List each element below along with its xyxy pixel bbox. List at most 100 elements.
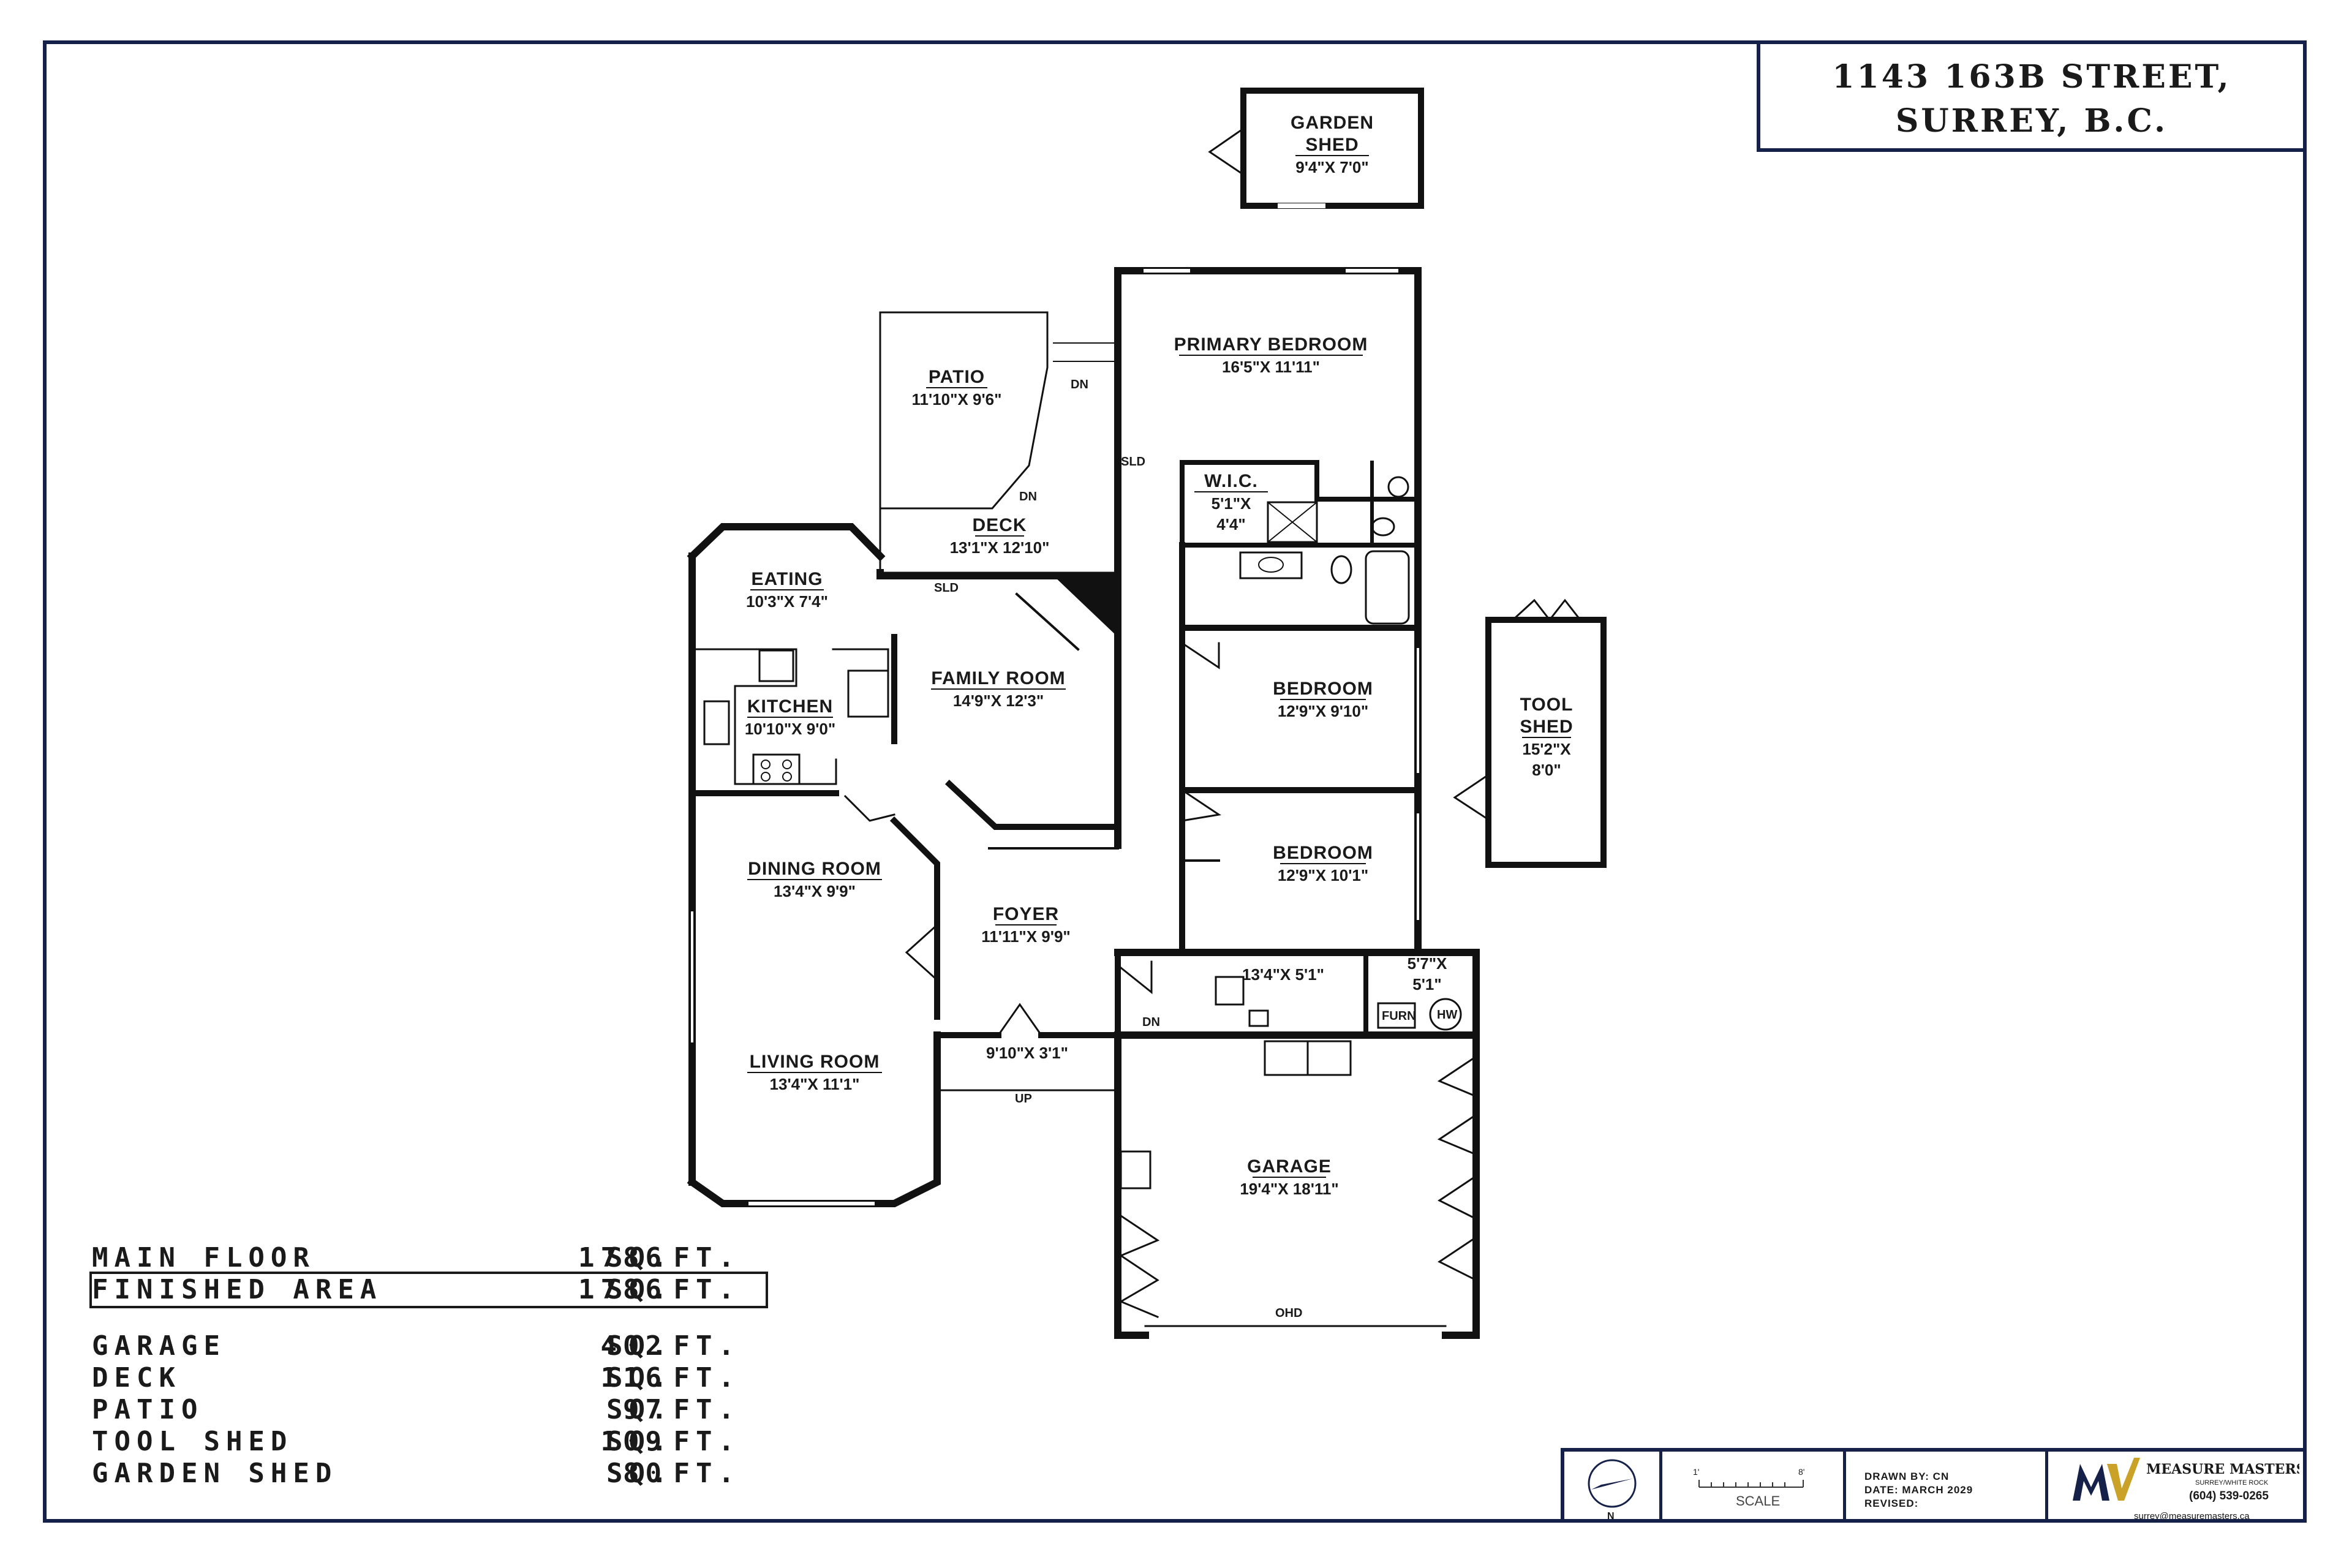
address-box: 1143 163B STREET, SURREY, B.C. bbox=[1757, 40, 2307, 152]
room-dimensions: 12'9"X 10'1" bbox=[1278, 866, 1368, 884]
vanity bbox=[1239, 551, 1303, 579]
garden-shed-door bbox=[1208, 127, 1245, 176]
dn-label-garage: DN bbox=[1142, 1016, 1160, 1029]
logo-m-mark bbox=[2073, 1464, 2109, 1501]
room-laundry: 13'4"X 5'1" bbox=[1242, 965, 1324, 984]
scale-start: 1' bbox=[1693, 1467, 1699, 1477]
area-value: 116 bbox=[600, 1362, 668, 1393]
room-name: FAMILY ROOM bbox=[931, 668, 1065, 688]
room-bedroom-2: BEDROOM 12'9"X 10'1" bbox=[1273, 843, 1373, 884]
area-summary: MAIN FLOOR 1786 SQ.FT. FINISHED AREA 178… bbox=[89, 1242, 768, 1490]
company-logo: MEASURE MASTERS SURREY/WHITE ROCK (604) … bbox=[2073, 1458, 2299, 1521]
scale-label: SCALE bbox=[1736, 1493, 1780, 1509]
area-name: GARAGE bbox=[92, 1330, 226, 1362]
company-cell: MEASURE MASTERS SURREY/WHITE ROCK (604) … bbox=[2048, 1452, 2307, 1523]
company-name: MEASURE MASTERS bbox=[2146, 1461, 2299, 1477]
area-unit: SQ.FT. bbox=[606, 1426, 741, 1457]
annotations: DN DN SLD SLD DN UP OHD FURN HW bbox=[934, 378, 1457, 1320]
address-line-1: 1143 163B STREET, bbox=[1832, 58, 2231, 96]
room-dimensions: 15'2"X bbox=[1522, 740, 1571, 758]
room-dimensions: 13'4"X 11'1" bbox=[770, 1075, 860, 1093]
kitchen-sink bbox=[703, 700, 730, 745]
area-value: 80 bbox=[623, 1458, 668, 1489]
tool-shed-walls bbox=[1485, 617, 1607, 868]
room-dimensions: 10'3"X 7'4" bbox=[746, 592, 828, 611]
room-dimensions: 5'1" bbox=[1412, 975, 1441, 993]
logo-v-mark bbox=[2107, 1458, 2140, 1501]
room-dimensions: 11'11"X 9'9" bbox=[981, 927, 1070, 946]
room-dimensions: 5'1"X bbox=[1212, 494, 1251, 513]
room-name: FOYER bbox=[993, 904, 1059, 924]
room-dimensions: 5'7"X bbox=[1408, 954, 1447, 973]
title-block: N 1' 8' SCALE DRAWN BY: CN DATE: MARCH 2… bbox=[1561, 1448, 2307, 1523]
garage-east-wall bbox=[1442, 1031, 1480, 1339]
scale-end: 8' bbox=[1798, 1467, 1804, 1477]
drawing-info-cell: DRAWN BY: CN DATE: MARCH 2029 REVISED: bbox=[1846, 1452, 2048, 1523]
room-dimensions: 11'10"X 9'6" bbox=[912, 390, 1002, 409]
living-bay bbox=[687, 1031, 941, 1207]
area-unit: SQ.FT. bbox=[606, 1394, 741, 1425]
room-name: DECK bbox=[972, 515, 1027, 535]
ohd-label: OHD bbox=[1275, 1306, 1302, 1320]
fireplace bbox=[1054, 576, 1118, 637]
north-arrow-cell: N bbox=[1564, 1452, 1662, 1523]
area-value: 1786 bbox=[578, 1242, 668, 1273]
range bbox=[752, 753, 801, 785]
area-unit: SQ.FT. bbox=[606, 1274, 741, 1305]
up-label: UP bbox=[1015, 1092, 1032, 1106]
area-name: FINISHED AREA bbox=[92, 1274, 383, 1305]
area-row-main-floor: MAIN FLOOR 1786 SQ.FT. bbox=[92, 1242, 766, 1274]
area-value: 109 bbox=[600, 1426, 668, 1457]
hw-label: HW bbox=[1437, 1008, 1457, 1022]
furnace bbox=[1377, 1002, 1416, 1029]
scale-bar-icon: 1' 8' SCALE bbox=[1693, 1467, 1804, 1509]
company-email: surrey@measuremasters.ca bbox=[2134, 1511, 2250, 1521]
room-name: GARDEN bbox=[1291, 113, 1374, 133]
area-row-deck: DECK 116 SQ.FT. bbox=[92, 1362, 766, 1394]
hot-water-tank bbox=[1429, 998, 1462, 1031]
drawn-by: DRAWN BY: CN bbox=[1864, 1471, 1950, 1482]
company-phone: (604) 539-0265 bbox=[2189, 1490, 2269, 1502]
room-dimensions: 9'10"X 3'1" bbox=[986, 1044, 1068, 1062]
north-arrow-icon: N bbox=[1588, 1459, 1637, 1521]
room-name: PATIO bbox=[929, 367, 985, 387]
drawing-date: DATE: MARCH 2029 bbox=[1864, 1484, 1973, 1496]
area-name: MAIN FLOOR bbox=[92, 1242, 315, 1273]
room-name: GARAGE bbox=[1247, 1156, 1332, 1177]
area-name: TOOL SHED bbox=[92, 1426, 293, 1457]
area-row-tool-shed: TOOL SHED 109 SQ.FT. bbox=[92, 1426, 766, 1458]
address-line-2: SURREY, B.C. bbox=[1895, 102, 2168, 140]
room-dimensions: 13'1"X 12'10" bbox=[950, 538, 1050, 557]
room-name: KITCHEN bbox=[747, 696, 833, 717]
room-name: SHED bbox=[1305, 135, 1359, 155]
room-foyer: FOYER 11'11"X 9'9" bbox=[981, 904, 1070, 946]
bathtub bbox=[1365, 550, 1410, 625]
area-row-finished-area: FINISHED AREA 1786 SQ.FT. bbox=[89, 1272, 768, 1308]
sld-label-deck: SLD bbox=[934, 581, 959, 595]
room-dimensions: 10'10"X 9'0" bbox=[745, 720, 835, 738]
area-name: DECK bbox=[92, 1362, 181, 1393]
eating-bay bbox=[687, 523, 886, 562]
room-dimensions: 14'9"X 12'3" bbox=[953, 692, 1044, 710]
revised: REVISED: bbox=[1864, 1498, 1919, 1509]
room-utility: 5'7"X 5'1" bbox=[1408, 954, 1447, 993]
area-value: 402 bbox=[600, 1330, 668, 1362]
room-name: PRIMARY BEDROOM bbox=[1174, 334, 1368, 355]
room-deck: DECK 13'1"X 12'10" bbox=[950, 515, 1050, 557]
sld-label-primary: SLD bbox=[1121, 455, 1145, 469]
sheet-border bbox=[43, 40, 2307, 1523]
room-name: BEDROOM bbox=[1273, 843, 1373, 863]
furn-label: FURN bbox=[1382, 1009, 1416, 1023]
room-dimensions: 16'5"X 11'11" bbox=[1222, 358, 1320, 376]
room-name: SHED bbox=[1520, 717, 1573, 737]
room-dimensions: 8'0" bbox=[1532, 761, 1561, 779]
area-row-garage: GARAGE 402 SQ.FT. bbox=[92, 1330, 766, 1362]
area-row-patio: PATIO 97 SQ.FT. bbox=[92, 1394, 766, 1426]
